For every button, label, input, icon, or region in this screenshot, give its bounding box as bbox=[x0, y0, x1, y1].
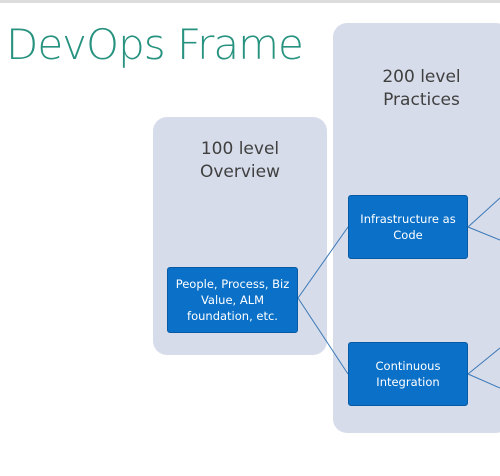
node-people-process[interactable]: People, Process, Biz Value, ALM foundati… bbox=[167, 267, 298, 333]
slide-title: DevOps Frame bbox=[6, 20, 304, 69]
column-200-heading: 200 level Practices bbox=[382, 67, 461, 110]
top-divider bbox=[0, 0, 500, 3]
connector-ci-to-next-lower bbox=[467, 373, 500, 389]
connector-people-to-ci bbox=[297, 297, 349, 375]
connector-people-to-iac bbox=[297, 226, 349, 299]
node-continuous-integration[interactable]: Continuous Integration bbox=[348, 342, 468, 406]
connector-ci-to-next-upper bbox=[467, 347, 500, 375]
connector-iac-to-next-upper bbox=[467, 197, 500, 228]
node-infrastructure-as-code[interactable]: Infrastructure as Code bbox=[348, 195, 468, 259]
column-100-heading: 100 level Overview bbox=[199, 139, 281, 182]
connector-iac-to-next-lower bbox=[467, 226, 500, 241]
